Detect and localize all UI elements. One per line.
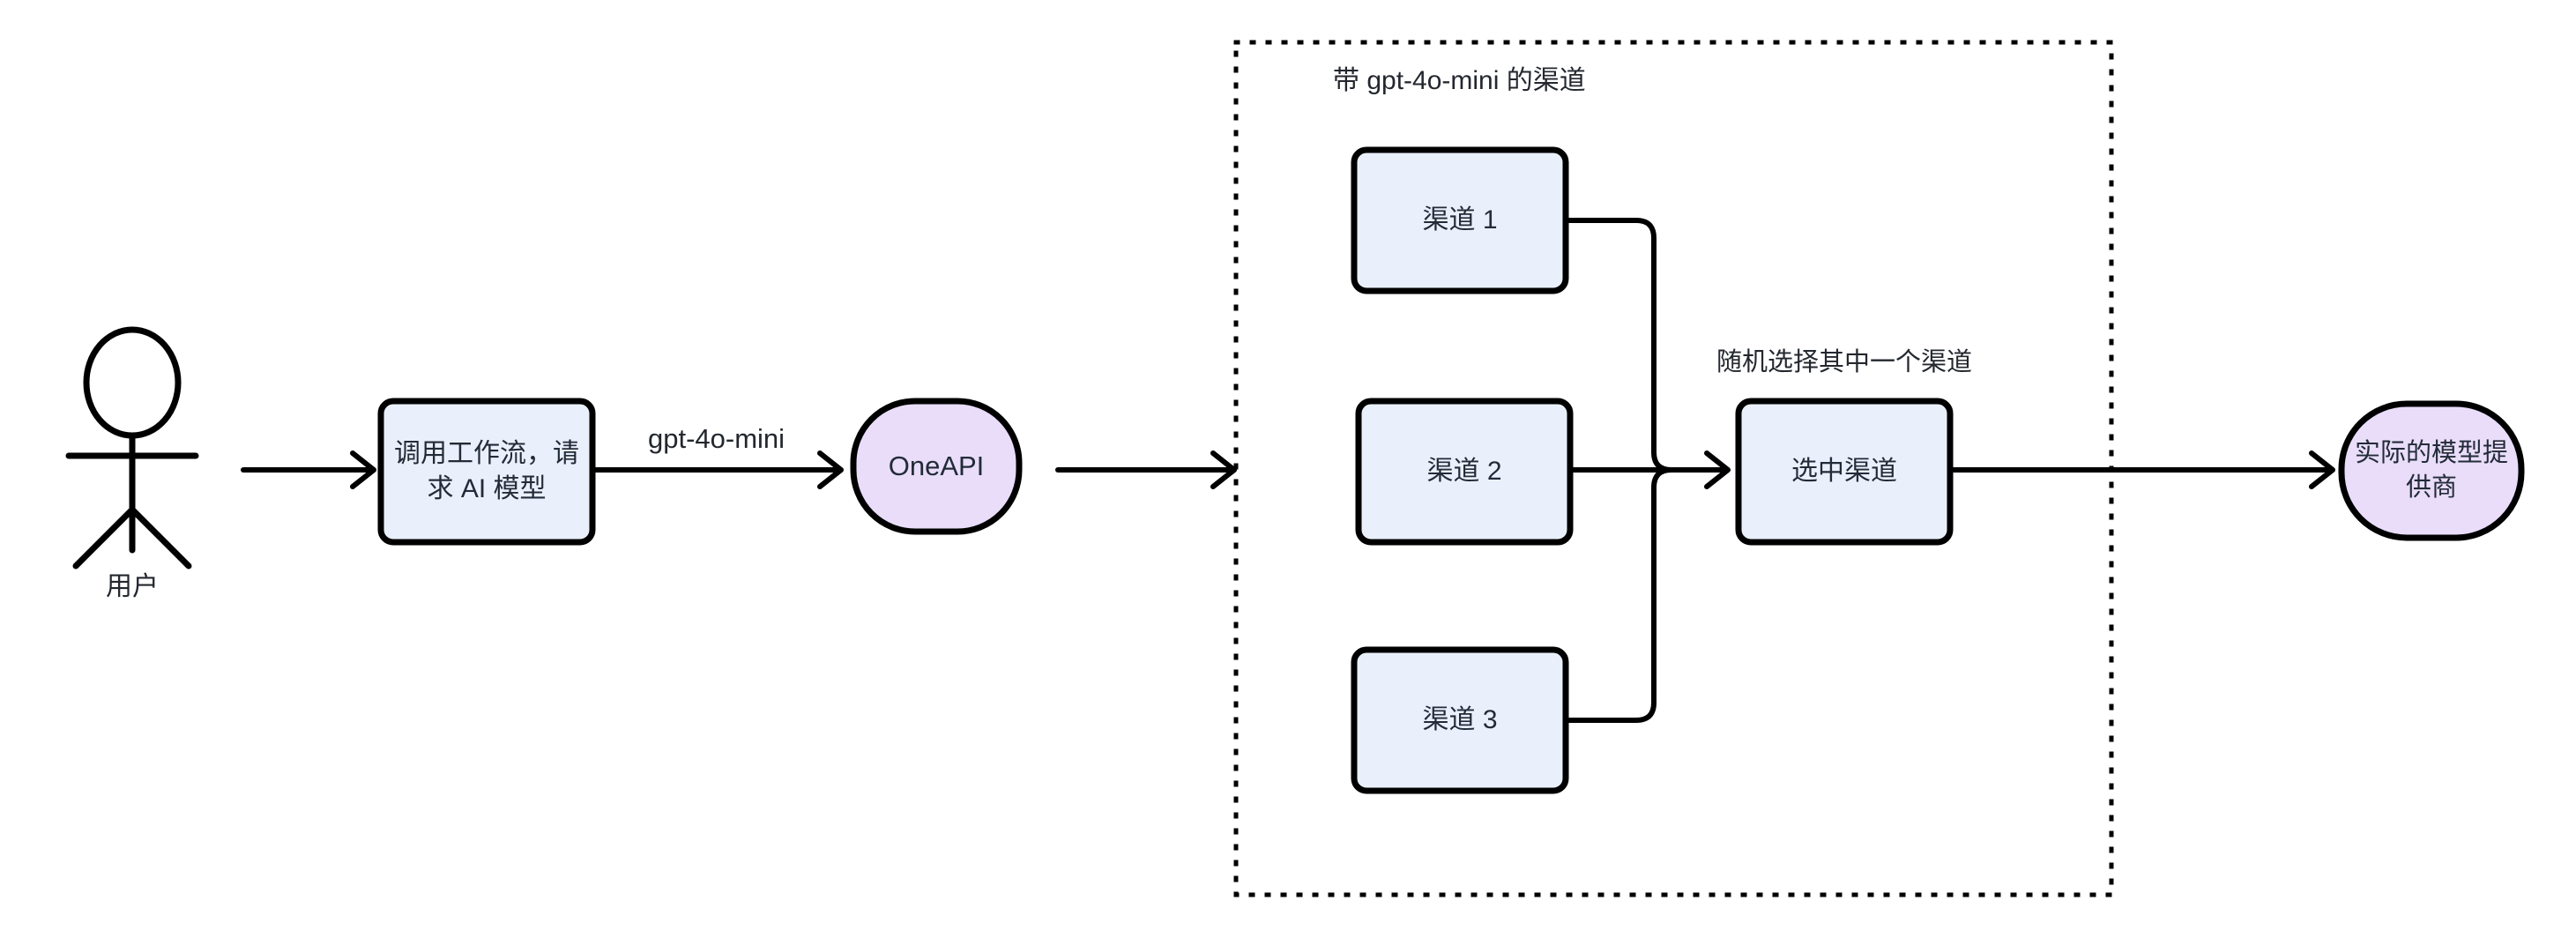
node-channel-2[interactable] — [1355, 398, 1574, 546]
actor-leg-right — [129, 506, 192, 570]
node-channel-1[interactable] — [1351, 146, 1569, 294]
edge-workflow-to-oneapi — [590, 450, 844, 489]
node-actual-provider[interactable] — [2338, 400, 2525, 541]
stick-figure-icon — [65, 326, 199, 570]
node-selected-channel[interactable] — [1735, 398, 1954, 546]
actor-head — [83, 326, 182, 439]
node-workflow-call[interactable] — [377, 398, 596, 546]
actor-leg-left — [72, 506, 136, 570]
actor-label: 用户 — [106, 572, 159, 601]
edge-oneapi-to-group — [1055, 450, 1237, 489]
edge-selected-to-provider — [1947, 450, 2335, 489]
node-oneapi[interactable] — [850, 398, 1023, 535]
edge-actor-to-workflow — [241, 450, 376, 489]
edge-channels-merge — [1563, 218, 1731, 723]
edge-label-random-pick: 随机选择其中一个渠道 — [1716, 348, 1972, 376]
group-title-channels: 带 gpt-4o-mini 的渠道 — [1333, 66, 1586, 95]
node-channel-3[interactable] — [1351, 646, 1569, 794]
edge-label-model-name: gpt-4o-mini — [647, 423, 785, 454]
